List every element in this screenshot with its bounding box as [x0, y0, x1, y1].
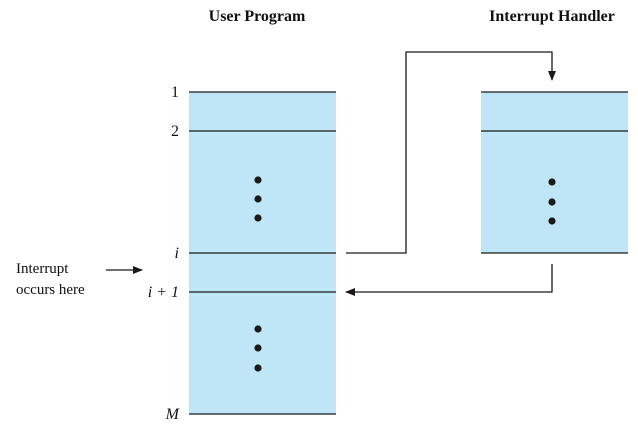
user-program-title: User Program [209, 8, 306, 25]
row-label-i-plus-1: i + 1 [148, 284, 179, 301]
interrupt-note-line-1: Interrupt [16, 261, 69, 277]
row-label-1: 1 [171, 84, 179, 101]
interrupt-note-line-2: occurs here [16, 282, 85, 298]
interrupt-handler-block [481, 92, 628, 253]
row-label-2: 2 [171, 123, 179, 140]
ellipsis-dots-upper [254, 176, 262, 222]
interrupt-handler-title: Interrupt Handler [489, 8, 615, 25]
row-label-m: M [165, 406, 181, 423]
ellipsis-dots-lower [254, 325, 262, 372]
row-label-i: i [175, 245, 179, 262]
return-from-handler-arrow [345, 264, 553, 296]
jump-to-handler-arrow [346, 51, 556, 254]
handler-ellipsis-dots [548, 178, 556, 225]
